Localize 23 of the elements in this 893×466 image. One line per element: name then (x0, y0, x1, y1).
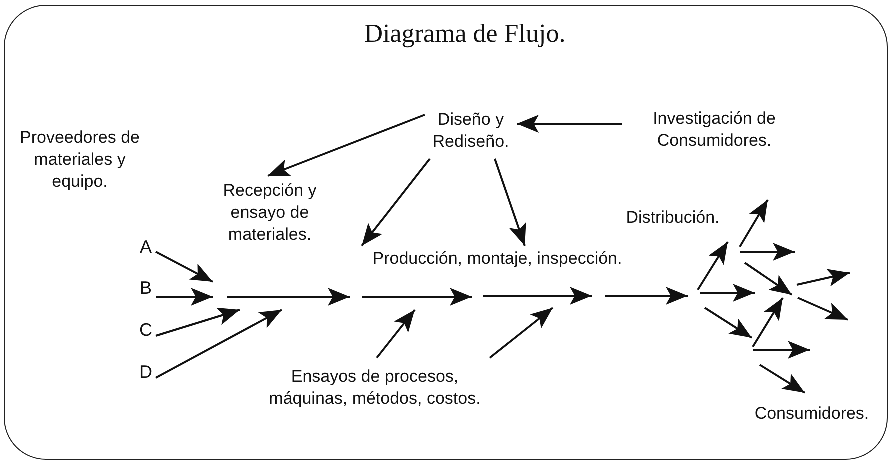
stage-label: Diseño y Rediseño. (432, 109, 510, 153)
stage-label: Distribución. (626, 207, 720, 229)
stage-label: Investigación de Consumidores. (652, 108, 777, 152)
arrow (156, 309, 282, 379)
stage-label: Consumidores. (754, 403, 870, 425)
arrow (361, 158, 431, 247)
stage-label: Proveedores de materiales y equipo. (18, 127, 142, 193)
supplier-letter: B (140, 277, 152, 299)
arrow (268, 114, 426, 177)
supplier-letter: C (140, 319, 152, 341)
arrow (489, 307, 554, 359)
arrow (494, 158, 526, 246)
stage-label: Producción, montaje, inspección. (372, 248, 622, 270)
arrow (156, 251, 214, 283)
diagram-title: Diagrama de Flujo. (363, 18, 567, 50)
arrow (517, 115, 622, 133)
supplier-letter: A (140, 236, 152, 258)
stage-label: Ensayos de procesos, máquinas, métodos, costos. (268, 366, 482, 410)
arrow (376, 309, 416, 359)
supplier-letter: D (140, 361, 152, 383)
stage-label: Recepción y ensayo de materiales. (222, 180, 318, 246)
arrow (156, 288, 213, 306)
arrow (156, 308, 240, 337)
